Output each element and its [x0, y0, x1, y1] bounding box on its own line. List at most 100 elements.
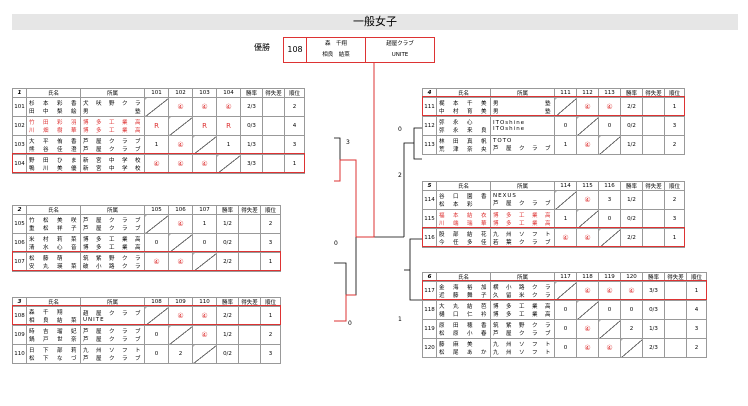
- club-name: TOTO: [493, 138, 513, 144]
- player-name: 日 下 部 莉 那: [29, 348, 80, 354]
- header-win-rate: 勝率: [620, 88, 643, 98]
- match-result: ④: [598, 281, 621, 301]
- team-players: 藤 麻 美松 尾 あ か ね: [436, 338, 491, 358]
- rank: 2: [260, 325, 281, 345]
- rank: 4: [284, 116, 305, 136]
- win-rate: 3/3: [240, 154, 263, 174]
- header-opponent: 104: [216, 88, 241, 98]
- player-name: 大 平 侑 香: [29, 139, 79, 145]
- match-result: [192, 252, 217, 272]
- match-result: [144, 97, 169, 117]
- club-name: 筑 紫 野 ク ラ ブ: [493, 323, 554, 329]
- player-name: 鴨 川 美 優: [29, 166, 79, 172]
- team-players: 松 藤 萌安 丸 瑛 菜: [26, 252, 81, 272]
- header-opponent: 108: [144, 297, 169, 307]
- player-name: 竹 田 彩 羽: [29, 120, 79, 126]
- team-players: 金 海 裕 加近 藤 舞 子: [436, 281, 491, 301]
- team-players: 竹 松 美 咲重 松 祥 子: [26, 214, 81, 234]
- match-result: ④: [576, 190, 599, 210]
- match-result: ④: [168, 252, 193, 272]
- champion-no: 108: [284, 38, 307, 62]
- header-name: 氏名: [26, 205, 81, 215]
- champion-name-2: 相良 結菜: [322, 52, 350, 58]
- rank: 3: [664, 209, 685, 229]
- match-result: 1: [144, 135, 169, 155]
- header-win-rate: 勝率: [216, 205, 239, 215]
- goal-diff: [642, 116, 665, 136]
- match-result: ④: [554, 228, 577, 248]
- team-id: 103: [12, 135, 27, 155]
- team-players: 大 丸 結 芭樋 口 仁 衿: [436, 300, 491, 320]
- club-name: 久 留 米 ク ラ ブ: [493, 293, 554, 299]
- header-opponent: 106: [168, 205, 193, 215]
- header-opponent: 113: [598, 88, 621, 98]
- goal-diff: [664, 300, 687, 320]
- club-name: 博 多 工 業 高 校: [493, 304, 554, 310]
- club-name: 芦 屋 ク ラ ブ: [83, 226, 142, 232]
- rank: 1: [686, 281, 707, 301]
- header-rank: 順位: [664, 181, 685, 191]
- header-club: 所属: [490, 88, 555, 98]
- club-name: 博 多 工 業 高 校: [83, 237, 144, 243]
- match-result: [576, 300, 599, 320]
- match-result: [192, 135, 217, 155]
- match-result: 0: [192, 233, 217, 253]
- rank: 2: [686, 338, 707, 358]
- player-name: 松 原 小 春: [439, 331, 489, 337]
- team-players: 杉 本 彩 香田 中 梨 絵: [26, 97, 81, 117]
- match-result: 0: [598, 116, 621, 136]
- goal-diff: [642, 228, 665, 248]
- header-club: 所属: [490, 181, 555, 191]
- club-name: 筑 紫 野 ク ラ ブ: [83, 256, 144, 262]
- goal-diff: [642, 135, 665, 155]
- team-id: 119: [422, 319, 437, 339]
- win-rate: 2/2: [216, 252, 239, 272]
- match-result: ④: [144, 154, 169, 174]
- club-name: 九 州 ソ フ ト: [83, 348, 142, 354]
- match-result: ④: [576, 281, 599, 301]
- match-result: 0: [554, 319, 577, 339]
- pool-number: 6: [422, 272, 437, 282]
- player-name: 米 村 莉 菜: [29, 237, 79, 243]
- win-rate: 0/2: [620, 209, 643, 229]
- match-result: 0: [144, 325, 169, 345]
- club-name: 九 州 ソ フ ト: [493, 350, 552, 356]
- player-name: 松 尾 あ か ね: [439, 350, 490, 356]
- match-result: [554, 190, 577, 210]
- team-clubs: 博 多 工 業 高 校博 多 工 業 高 校: [490, 300, 555, 320]
- team-id: 105: [12, 214, 27, 234]
- win-rate: 1/3: [642, 319, 665, 339]
- team-id: 106: [12, 233, 27, 253]
- club-name: 芦 屋 ク ラ ブ: [83, 329, 142, 335]
- win-rate: 2/2: [620, 228, 643, 248]
- goal-diff: [238, 214, 261, 234]
- rank: 4: [686, 300, 707, 320]
- header-opponent: 119: [598, 272, 621, 282]
- goal-diff: [238, 325, 261, 345]
- team-players: 原 田 穂 香松 原 小 春: [436, 319, 491, 339]
- player-name: 中 村 育 美: [439, 109, 489, 115]
- match-result: ④: [576, 97, 599, 117]
- player-name: 大 丸 結 芭: [439, 304, 489, 310]
- match-result: R: [216, 116, 241, 136]
- team-clubs: 筑 紫 野 ク ラ ブ芦 屋 ク ラ ブ: [490, 319, 555, 339]
- header-diff: 得失差: [664, 272, 687, 282]
- goal-diff: [262, 154, 285, 174]
- champion-name-1: 森 千翔: [324, 41, 347, 47]
- match-result: ④: [576, 135, 599, 155]
- goal-diff: [664, 338, 687, 358]
- header-opponent: 103: [192, 88, 217, 98]
- club-name: 芦 屋 ク ラ ブ: [493, 331, 552, 337]
- club-name: ITOshine: [493, 120, 526, 126]
- rank: 3: [284, 135, 305, 155]
- win-rate: 3/3: [642, 281, 665, 301]
- match-result: ④: [192, 306, 217, 326]
